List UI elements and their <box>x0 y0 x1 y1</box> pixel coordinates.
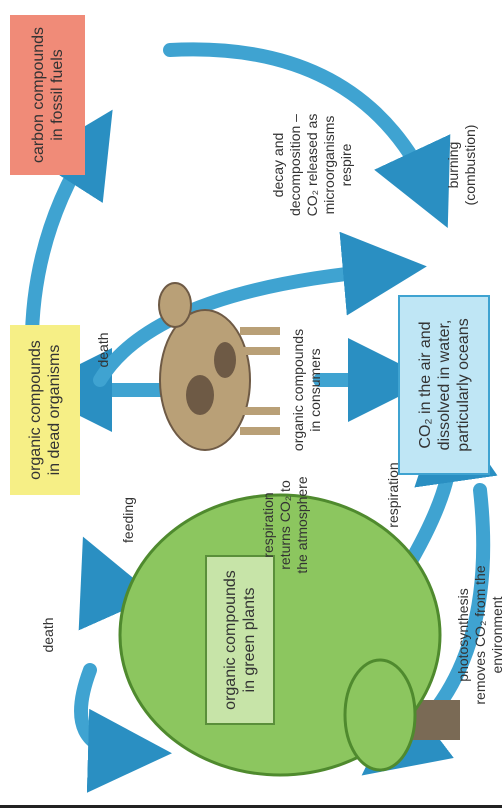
respiration-consumers-line-3: the atmosphere <box>294 450 311 600</box>
cow-illustration <box>159 283 280 450</box>
plants-line-2: in green plants <box>240 588 259 693</box>
burning-label: burning (combustion) <box>445 90 479 240</box>
decay-line-1: decay and <box>270 80 287 250</box>
fossil-fuels-box: carbon compounds in fossil fuels <box>10 15 85 175</box>
decay-label: decay and decomposition – CO₂ released a… <box>270 80 355 250</box>
co2-box: CO₂ in the air and dissolved in water, p… <box>398 295 490 475</box>
burning-line-2: (combustion) <box>462 90 479 240</box>
photosynthesis-label: photosynthesis removes CO₂ from the envi… <box>455 530 502 740</box>
dead-line-2: in dead organisms <box>45 345 64 476</box>
decay-line-5: respire <box>338 80 355 250</box>
plants-line-1: organic compounds <box>221 570 240 710</box>
death-consumer-label: death <box>95 320 112 380</box>
photosynthesis-line-2: removes CO₂ from the <box>472 530 489 740</box>
respiration-consumers-label: respiration returns CO₂ to the atmospher… <box>260 450 311 600</box>
burning-line-1: burning <box>445 90 462 240</box>
bottom-rule <box>0 805 502 808</box>
respiration-consumers-line-1: respiration <box>260 450 277 600</box>
co2-line-2: dissolved in water, <box>435 320 454 451</box>
decay-line-3: CO₂ released as <box>304 80 321 250</box>
fossil-line-1: carbon compounds <box>29 27 48 163</box>
feeding-label: feeding <box>120 485 137 555</box>
decay-line-2: decomposition – <box>287 80 304 250</box>
death-plant-label: death <box>40 605 57 665</box>
photosynthesis-line-3: environment <box>489 530 502 740</box>
respiration-consumers-line-2: returns CO₂ to <box>277 450 294 600</box>
dead-line-1: organic compounds <box>26 340 45 480</box>
photosynthesis-line-1: photosynthesis <box>455 530 472 740</box>
arrow-death-plants-to-dead <box>81 670 130 752</box>
co2-line-3: particularly oceans <box>454 318 473 451</box>
fossil-line-2: in fossil fuels <box>48 49 67 141</box>
respiration-plants-label: respiration <box>385 445 402 545</box>
decay-line-4: microorganisms <box>321 80 338 250</box>
dead-organisms-box: organic compounds in dead organisms <box>10 325 80 495</box>
co2-line-1: CO₂ in the air and <box>416 321 435 448</box>
